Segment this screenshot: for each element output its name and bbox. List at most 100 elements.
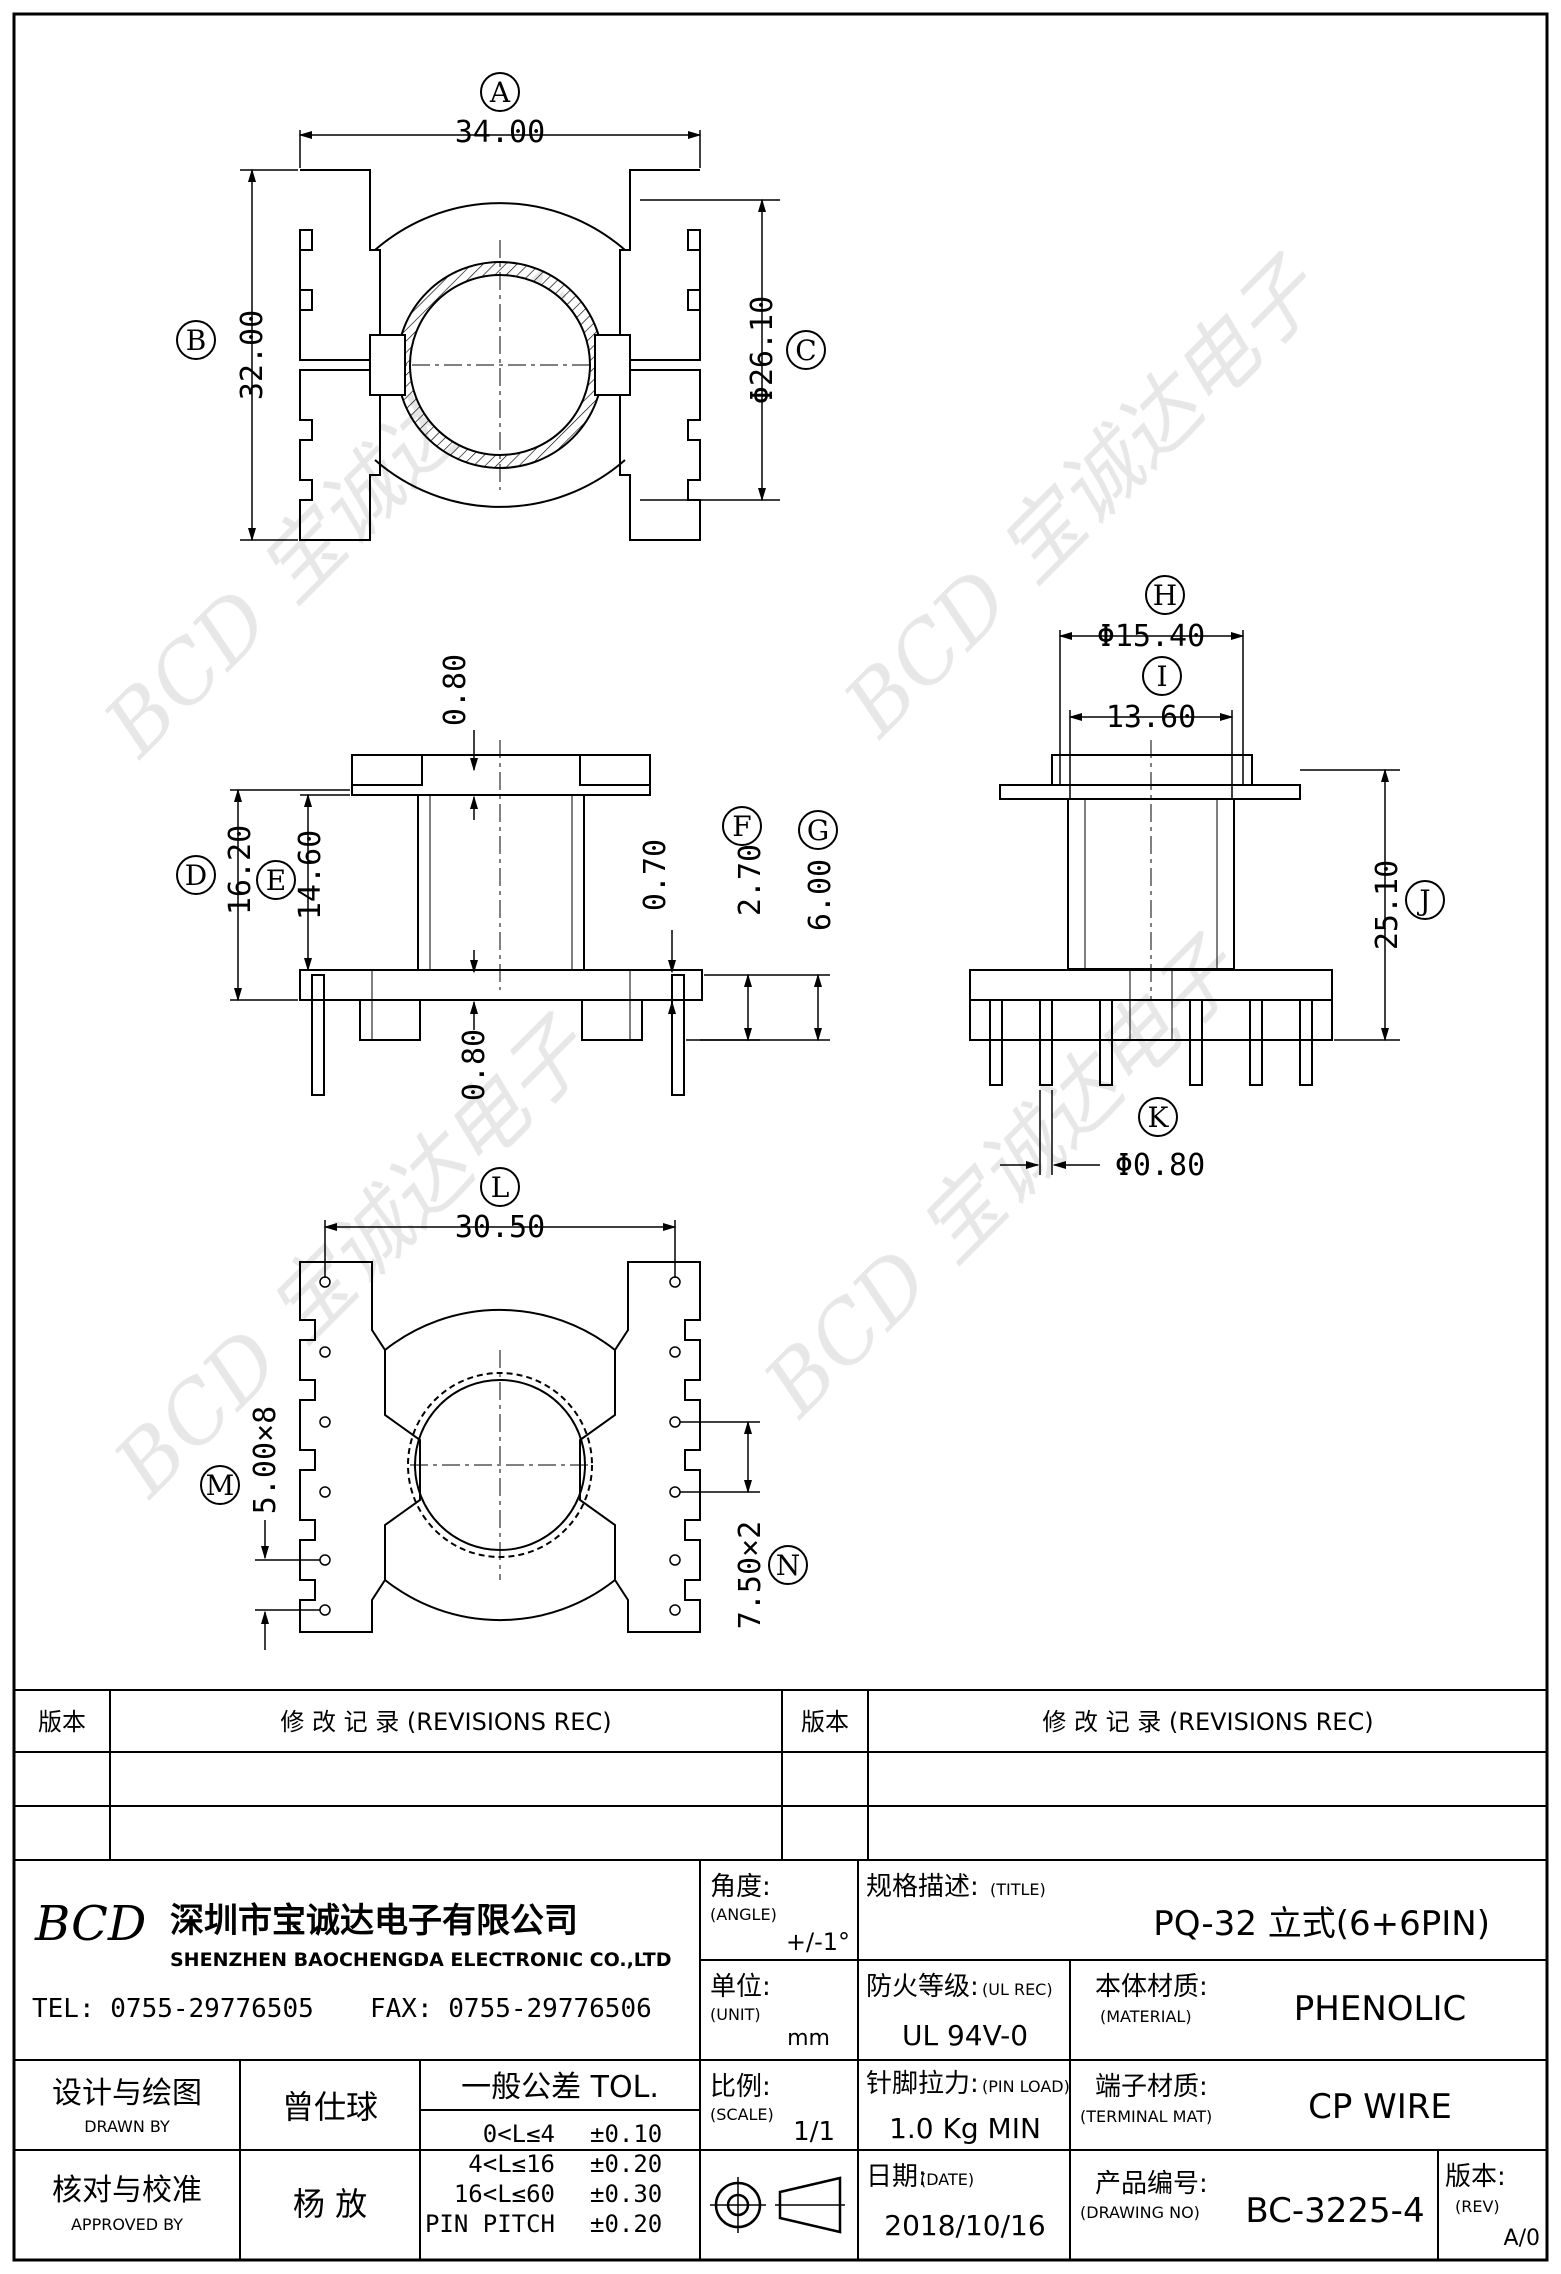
tol-range-3: PIN PITCH [425,2210,555,2238]
dim-D-value: 16.20 [223,825,258,915]
bottom-view-dims [255,1220,760,1650]
top-view [299,169,701,541]
svg-text:K: K [1148,1101,1170,1134]
scale-label: 比例: [710,2072,771,2102]
dim-J-value: 25.10 [1370,860,1405,950]
angle-label: 角度: [710,1872,771,1902]
title-en: (TITLE) [990,1880,1046,1899]
callout-C: C [786,330,826,370]
callout-D: D [176,855,216,895]
title-value: PQ-32 立式(6+6PIN) [1153,1904,1490,1944]
callout-B: B [176,320,216,360]
company-block: BCD 深圳市宝诚达电子有限公司 SHENZHEN BAOCHENGDA ELE… [32,1896,671,2024]
callout-I: I [1142,656,1182,696]
side-view [969,740,1333,1086]
tolerance-title: 一般公差 TOL. [461,2070,659,2105]
terminal-label: 端子材质: [1095,2072,1208,2102]
title-block-grid [14,1860,1547,2260]
drawn-name: 曾仕球 [282,2088,378,2126]
drawno-label: 产品编号: [1095,2169,1208,2199]
callout-E: E [256,860,296,900]
top-view-right-flange [619,169,701,541]
tol-range-0: 0<L≤4 [483,2120,555,2148]
dim-F-value: 2.70 [733,844,768,916]
rev-en: (REV) [1455,2197,1500,2216]
date-label: 日期: [866,2162,927,2192]
side-view-top-flange [999,784,1301,800]
side-view-dims [1000,630,1400,1175]
rev-value: A/0 [1504,2226,1540,2251]
tol-value-0: ±0.10 [590,2120,662,2148]
people-block: 设计与绘图 DRAWN BY 曾仕球 核对与校准 APPROVED BY 杨 放 [52,2076,378,2234]
drawno-value: BC-3225-4 [1245,2191,1424,2231]
rev-ver-label-right: 版本 [801,1708,849,1736]
front-view-pin-right [671,974,685,1096]
front-view [299,740,703,1096]
dim-C-value: Φ26.10 [745,296,780,404]
svg-text:L: L [491,1171,510,1204]
callout-L: L [480,1167,520,1207]
date-value: 2018/10/16 [884,2209,1045,2242]
wall-mid-value: 0.70 [638,839,673,911]
dim-N-value: 7.50×2 [733,1521,768,1629]
projection-symbol-icon [710,2176,845,2234]
callout-F: F [722,806,762,846]
watermark-text-3: BCD 宝诚达电子 [96,1001,611,1516]
bottom-view-left-flange [299,1261,421,1633]
dim-I-value: 13.60 [1106,700,1196,735]
callout-H: H [1145,575,1185,615]
terminal-en: (TERMINAL MAT) [1080,2107,1212,2126]
bottom-view-right-flange [579,1261,701,1633]
tol-range-1: 4<L≤16 [468,2150,555,2178]
approved-name: 杨 放 [293,2185,367,2223]
tol-value-1: ±0.20 [590,2150,662,2178]
sheet-border [12,12,1549,2262]
tol-value-2: ±0.30 [590,2180,662,2208]
dim-G-value: 6.00 [803,859,838,931]
svg-text:B: B [186,324,207,357]
material-en: (MATERIAL) [1100,2007,1192,2026]
ul-label: 防火等级: [866,1972,979,2002]
svg-text:J: J [1416,884,1430,917]
dimension-callouts: A B C D E F G H I J K L M N [176,72,1445,1585]
company-tel: TEL: 0755-29776505 [32,1994,314,2024]
unit-en: (UNIT) [710,2005,761,2024]
svg-text:G: G [807,814,829,847]
unit-label: 单位: [710,1972,771,2002]
pinload-label: 针脚拉力: [866,2069,979,2099]
callout-J: J [1405,880,1445,920]
unit-value: mm [787,2026,830,2051]
wall-top-value: 0.80 [438,654,473,726]
tol-value-3: ±0.20 [590,2210,662,2238]
title-label: 规格描述: [866,1872,979,1902]
company-name-cn: 深圳市宝诚达电子有限公司 [170,1901,578,1941]
bottom-view-outer-arc-top [384,1308,616,1351]
company-name-en: SHENZHEN BAOCHENGDA ELECTRONIC CO.,LTD [170,1949,671,1971]
svg-text:H: H [1153,579,1177,612]
callout-M: M [200,1465,240,1505]
svg-text:D: D [185,859,207,892]
ul-value: UL 94V-0 [902,2019,1028,2052]
svg-text:F: F [732,810,751,843]
front-view-pin-left [311,974,325,1096]
svg-text:M: M [206,1469,235,1502]
approved-en: APPROVED BY [71,2215,183,2234]
top-view-left-flange [299,169,381,541]
bottom-view [299,1261,701,1633]
company-logo: BCD [34,1896,146,1952]
tolerance-block: 一般公差 TOL. 0<L≤4 ±0.10 4<L≤16 ±0.20 16<L≤… [425,2070,662,2238]
drawn-label: 设计与绘图 [52,2076,202,2111]
wall-bottom-value: 0.80 [457,1029,492,1101]
pinload-value: 1.0 Kg MIN [889,2112,1041,2145]
tol-range-2: 16<L≤60 [454,2180,555,2208]
dim-M-value: 5.00×8 [248,1406,283,1514]
callout-K: K [1138,1097,1178,1137]
svg-text:I: I [1156,660,1167,693]
date-en: (DATE) [920,2170,974,2189]
rev-label: 版本: [1445,2162,1506,2192]
callout-G: G [798,810,838,850]
pinload-en: (PIN LOAD) [982,2077,1070,2096]
scale-en: (SCALE) [710,2105,774,2124]
front-view-body [417,794,585,971]
